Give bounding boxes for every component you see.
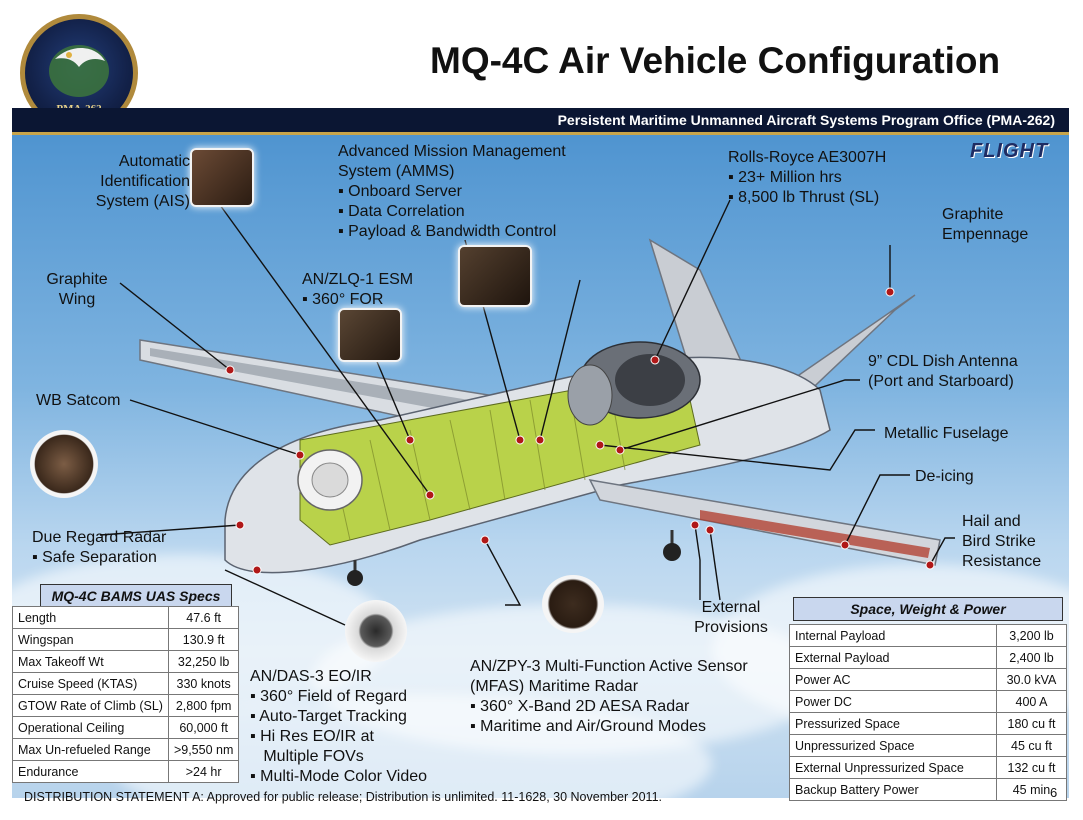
row-label: Cruise Speed (KTAS)	[12, 672, 169, 695]
flight-brand-logo: FLIGHT	[970, 140, 1049, 162]
page-number: 6	[1050, 785, 1058, 800]
row-value: 2,400 lb	[996, 646, 1067, 669]
row-value: 3,200 lb	[996, 624, 1067, 647]
row-label: Backup Battery Power	[789, 778, 997, 801]
esm-unit-icon	[338, 308, 402, 362]
row-label: Unpressurized Space	[789, 734, 997, 757]
row-label: Internal Payload	[789, 624, 997, 647]
program-office-banner: Persistent Maritime Unmanned Aircraft Sy…	[12, 108, 1069, 135]
distribution-statement: DISTRIBUTION STATEMENT A: Approved for p…	[24, 790, 663, 804]
row-value: 32,250 lb	[167, 650, 240, 673]
radar-unit-icon	[30, 430, 98, 498]
row-label: Max Un-refueled Range	[12, 738, 169, 761]
row-label: Max Takeoff Wt	[12, 650, 169, 673]
callout-esm: AN/ZLQ-1 ESM▪ 360° FOR	[302, 271, 414, 308]
row-label: Endurance	[12, 760, 169, 783]
row-value: 400 A	[996, 690, 1067, 713]
callout-deicing: De-icing	[915, 468, 974, 485]
row-value: 180 cu ft	[996, 712, 1067, 735]
row-label: External Payload	[789, 646, 997, 669]
table-row: Endurance>24 hr	[12, 760, 240, 783]
row-label: Length	[12, 606, 169, 629]
mfas-unit-icon	[542, 575, 604, 633]
row-label: Power DC	[789, 690, 997, 713]
callout-cdl-antenna: 9” CDL Dish Antenna(Port and Starboard)	[868, 353, 1018, 390]
row-value: >9,550 nm	[167, 738, 240, 761]
callout-fuselage: Metallic Fuselage	[884, 425, 1009, 442]
pma-262-logo: PMA-262	[20, 14, 138, 132]
row-value: 60,000 ft	[167, 716, 240, 739]
row-label: Power AC	[789, 668, 997, 691]
row-label: Operational Ceiling	[12, 716, 169, 739]
row-value: 2,800 fpm	[167, 694, 240, 717]
amms-unit-icon	[458, 245, 532, 307]
callout-satcom: WB Satcom	[36, 392, 121, 409]
row-value: >24 hr	[167, 760, 240, 783]
eoir-turret-icon	[345, 600, 407, 662]
eagle-emblem-icon	[49, 45, 109, 97]
row-value: 45 min	[996, 778, 1067, 801]
table-row: Cruise Speed (KTAS)330 knots	[12, 672, 240, 695]
banner-text: Persistent Maritime Unmanned Aircraft Sy…	[557, 112, 1055, 128]
row-label: Pressurized Space	[789, 712, 997, 735]
callout-eoir: AN/DAS-3 EO/IR▪ 360° Field of Regard▪ Au…	[250, 668, 428, 785]
row-value: 132 cu ft	[996, 756, 1067, 779]
callout-due-regard-radar: Due Regard Radar▪ Safe Separation	[32, 529, 167, 566]
row-value: 45 cu ft	[996, 734, 1067, 757]
row-value: 30.0 kVA	[996, 668, 1067, 691]
row-value: 330 knots	[167, 672, 240, 695]
row-label: External Unpressurized Space	[789, 756, 997, 779]
callout-mfas-radar: AN/ZPY-3 Multi-Function Active Sensor(MF…	[470, 658, 748, 735]
ais-unit-icon	[190, 148, 254, 207]
page-title: MQ-4C Air Vehicle Configuration	[430, 40, 1001, 81]
row-value: 47.6 ft	[167, 606, 240, 629]
specs-table-title: MQ-4C BAMS UAS Specs	[40, 584, 232, 608]
row-value: 130.9 ft	[167, 628, 240, 651]
row-label: GTOW Rate of Climb (SL)	[12, 694, 169, 717]
table-row: Max Un-refueled Range>9,550 nm	[12, 738, 240, 761]
table-row: GTOW Rate of Climb (SL)2,800 fpm	[12, 694, 240, 717]
row-label: Wingspan	[12, 628, 169, 651]
callout-engine: Rolls-Royce AE3007H▪ 23+ Million hrs▪ 8,…	[728, 149, 887, 206]
swap-table-title: Space, Weight & Power	[793, 597, 1063, 621]
